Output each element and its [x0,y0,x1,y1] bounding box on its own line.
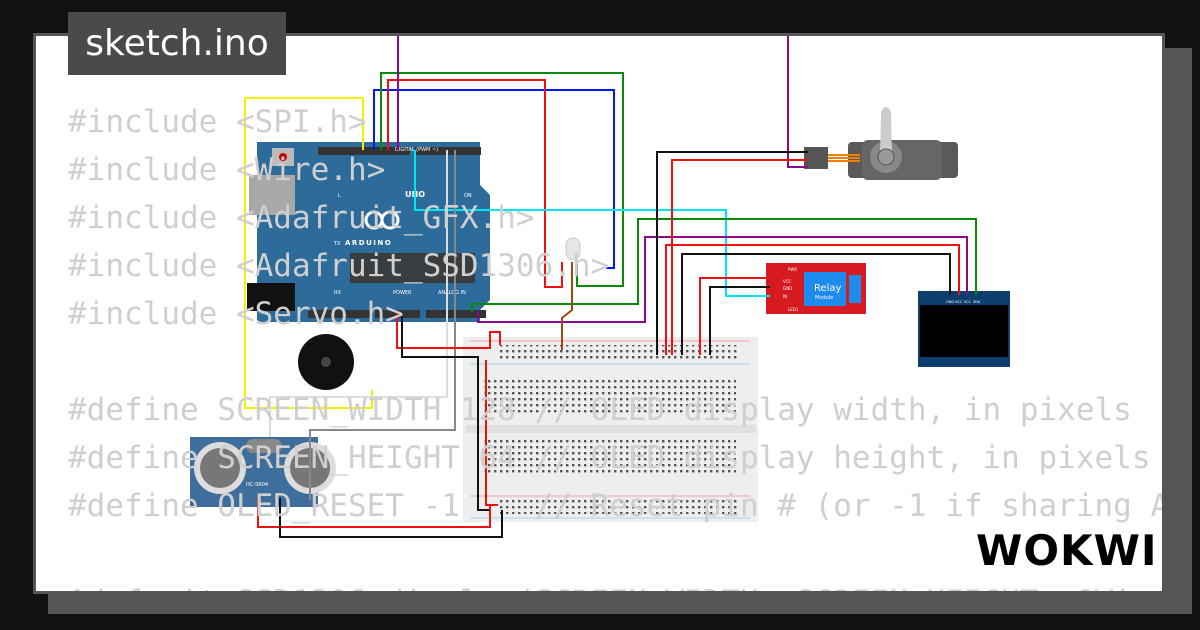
servo-motor[interactable] [804,107,958,180]
wire-red-rail [485,360,498,506]
power-label: POWER [393,290,412,296]
oled-pin-gnd: GND [946,300,954,304]
wire-red-relay [699,277,770,355]
led[interactable] [565,237,581,261]
wire-brown-led [561,262,573,350]
wire-red [387,79,563,288]
relay-led-label: LED1 [788,307,799,312]
wire-red-servo [671,159,808,355]
ultrasonic-sensor[interactable]: HC-SR04 [190,437,336,507]
arduino-brand: ARDUINO [345,239,392,247]
wire-purple-scl [477,236,968,323]
wire-red-sonar [257,498,491,528]
oled-pin-sda: SDA [973,300,981,304]
rx-label: RX [334,290,341,296]
breadboard [463,337,758,522]
ultrasonic-label: HC-SR04 [246,482,268,488]
l-label: L [338,193,341,199]
wire-black-servo [656,151,808,355]
wire-black-oled [681,253,951,355]
wire-purple-servo [787,36,808,168]
analog-label: ANALOG IN [438,290,466,296]
oled-pin-vcc: VCC [955,300,963,304]
tx-label: TX [333,241,341,247]
wire-black-sonar [279,498,503,538]
wires [244,36,977,538]
wire-red-5v [396,312,501,349]
relay-sub-label: Module [815,295,833,301]
buzzer[interactable] [298,334,354,390]
relay-pwr-label: PWR [788,267,797,272]
wire-green-sda [471,218,977,312]
wire-green [380,72,624,287]
wire-gray [309,150,456,500]
relay-pin-gnd: GND [783,286,792,291]
wire-blue [373,89,615,269]
digital-header-label: DIGITAL (PWM ~) [395,147,438,153]
wire-red-oled [665,244,960,355]
relay-module[interactable]: Relay Module VCC GND IN PWR LED1 [766,263,866,314]
oled-pin-scl: SCL [964,300,971,304]
wire-black-relay [709,286,770,355]
wire-cyan [414,150,770,297]
oled-display[interactable]: GND VCC SCL SDA [918,291,1010,367]
wire-yellow [244,97,373,409]
relay-pin-in: IN [783,294,787,299]
relay-label: Relay [814,283,842,294]
on-label: ON [464,193,472,199]
relay-pin-vcc: VCC [783,279,792,284]
wire-white [269,150,448,437]
wire-black-gnd [401,312,490,511]
sketch-title: sketch.ino [68,12,286,75]
arduino-uno[interactable]: UNO ARDUINO DIGITAL (PWM ~) POWER ANALOG… [247,142,490,322]
wokwi-logo: WOKWI [976,526,1158,575]
